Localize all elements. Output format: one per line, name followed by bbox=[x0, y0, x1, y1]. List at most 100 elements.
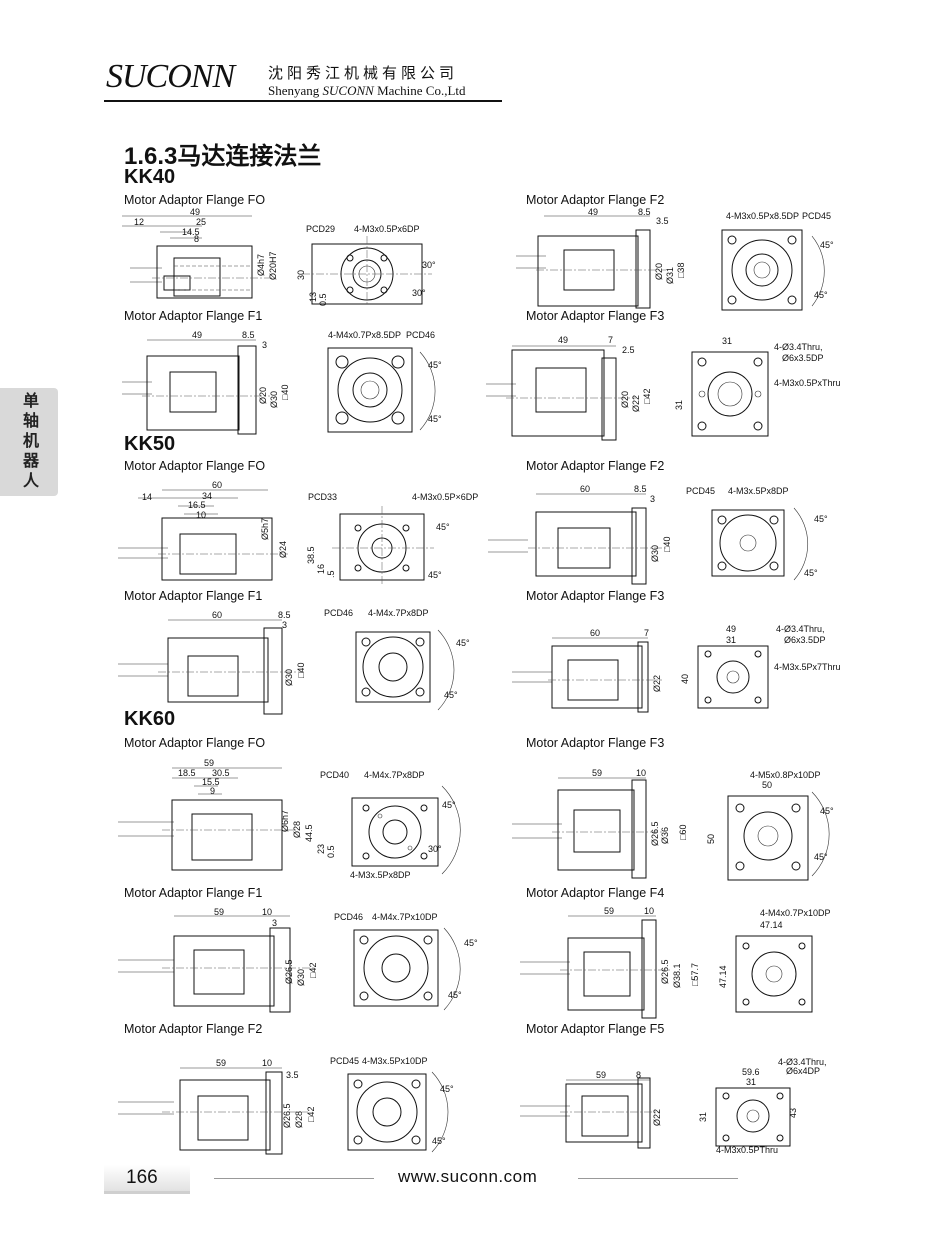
dim-text: 45° bbox=[814, 514, 828, 524]
caption-kk60-f2: Motor Adaptor Flange F2 bbox=[124, 1022, 263, 1036]
company-logo: SUCONN bbox=[106, 58, 235, 96]
drawing-kk50-f1: 60 8.5 3 Ø30 □40 PCD46 4-M4x.7Px8DP 45° … bbox=[118, 608, 470, 715]
header-rule bbox=[104, 100, 502, 102]
dim-text: 47.14 bbox=[760, 920, 783, 930]
dim-text: Ø6x3.5DP bbox=[782, 353, 824, 363]
dim-text: 49 bbox=[726, 624, 736, 634]
dim-text: 25 bbox=[196, 217, 206, 227]
dim-text: □40 bbox=[296, 663, 306, 678]
dim-text: Ø28 bbox=[292, 821, 302, 838]
dim-text: 30.5 bbox=[212, 768, 230, 778]
dim-text: 8.5 bbox=[638, 207, 651, 217]
side-tab-label: 单轴机器人 bbox=[20, 392, 39, 492]
dim-text: Ø22 bbox=[652, 1109, 662, 1126]
dim-text: 7 bbox=[608, 335, 613, 345]
caption-kk40-f2: Motor Adaptor Flange F2 bbox=[526, 193, 665, 207]
dim-text: □40 bbox=[662, 537, 672, 552]
dim-text: 3 bbox=[272, 918, 277, 928]
dim-text: .5 bbox=[326, 570, 336, 578]
model-kk40: KK40 bbox=[124, 166, 176, 188]
dim-text: 4-M3x0.5PxThru bbox=[774, 378, 841, 388]
drawing-kk60-f3: 59 10 Ø26.5 Ø36 □60 4-M5x0.8Px10DP 50 50… bbox=[512, 768, 834, 881]
dim-text: 45° bbox=[456, 638, 470, 648]
dim-text: 45° bbox=[820, 240, 834, 250]
dim-text: 4-M3x.5Px10DP bbox=[362, 1056, 428, 1066]
dim-text: □57.7 bbox=[690, 963, 700, 986]
dim-text: 30 bbox=[296, 270, 306, 280]
dim-text: 4-M4x.7Px10DP bbox=[372, 912, 438, 922]
drawing-kk60-fo: 59 18.5 30.5 15.5 9 Ø6h7 Ø28 PCD40 4-M4x… bbox=[118, 758, 461, 880]
dim-text: 4-Ø3.4Thru, bbox=[776, 624, 825, 634]
dim-text: 59 bbox=[604, 906, 614, 916]
dim-text: PCD29 bbox=[306, 224, 335, 234]
caption-kk60-f3: Motor Adaptor Flange F3 bbox=[526, 736, 665, 750]
dim-text: □42 bbox=[308, 963, 318, 978]
caption-kk50-f1: Motor Adaptor Flange F1 bbox=[124, 589, 263, 603]
dim-text: PCD45 bbox=[686, 486, 715, 496]
dim-text: 3.5 bbox=[656, 216, 669, 226]
drawing-kk50-f2: 60 8.5 3 Ø30 □40 PCD45 4-M3x.5Px8DP 45° … bbox=[488, 484, 828, 585]
dim-text: □42 bbox=[642, 389, 652, 404]
dim-text: Ø22 bbox=[652, 675, 662, 692]
dim-text: Ø28 bbox=[294, 1111, 304, 1128]
dim-text: Ø5h7 bbox=[260, 518, 270, 540]
dim-text: 10 bbox=[636, 768, 646, 778]
dim-text: 34 bbox=[202, 491, 212, 501]
dim-text: PCD45 bbox=[330, 1056, 359, 1066]
dim-text: 44.5 bbox=[304, 824, 314, 842]
dim-text: 50 bbox=[762, 780, 772, 790]
dim-text: 45° bbox=[436, 522, 450, 532]
dim-text: 16.5 bbox=[188, 500, 206, 510]
drawing-kk40-f2: 49 8.5 3.5 Ø20 Ø31 □38 4-M3x0.5Px8.5DP P… bbox=[516, 207, 834, 311]
dim-text: 10 bbox=[644, 906, 654, 916]
dim-text: □60 bbox=[678, 825, 688, 840]
caption-kk50-f3: Motor Adaptor Flange F3 bbox=[526, 589, 665, 603]
dim-text: 4-M4x0.7Px10DP bbox=[760, 908, 831, 918]
dim-text: 45° bbox=[814, 290, 828, 300]
dim-text: PCD40 bbox=[320, 770, 349, 780]
dim-text: PCD46 bbox=[334, 912, 363, 922]
dim-text: □38 bbox=[676, 263, 686, 278]
dim-text: □40 bbox=[280, 385, 290, 400]
dim-text: 31 bbox=[722, 336, 732, 346]
drawing-kk60-f1: 59 10 3 Ø26.5 Ø30 □42 PCD46 4-M4x.7Px10D… bbox=[118, 907, 478, 1013]
caption-kk50-fo: Motor Adaptor Flange FO bbox=[124, 459, 266, 473]
caption-kk40-fo: Motor Adaptor Flange FO bbox=[124, 193, 266, 207]
dim-text: 45° bbox=[440, 1084, 454, 1094]
dim-text: 10 bbox=[262, 907, 272, 917]
dim-text: 30° bbox=[412, 288, 426, 298]
logo-text: SUCONN bbox=[106, 58, 235, 95]
dim-text: 4-Ø3.4Thru, bbox=[778, 1057, 827, 1067]
dim-text: 9 bbox=[210, 786, 215, 796]
dim-text: Ø6h7 bbox=[280, 810, 290, 832]
dim-text: 15.5 bbox=[202, 777, 220, 787]
dim-text: Ø20 bbox=[654, 263, 664, 280]
dim-text: 30° bbox=[428, 844, 442, 854]
dim-text: 10 bbox=[262, 1058, 272, 1068]
drawing-kk50-f3: 60 7 Ø22 49 31 40 4-Ø3.4Thru, Ø6x3.5DP 4… bbox=[512, 624, 841, 713]
dim-text: Ø31 bbox=[665, 267, 675, 284]
dim-text: 49 bbox=[588, 207, 598, 217]
dim-text: 4-M3x0.5PThru bbox=[716, 1145, 778, 1155]
page-number-tab: 166 bbox=[104, 1165, 190, 1194]
dim-text: Ø26.5 bbox=[650, 821, 660, 846]
dim-text: 4-M4x.7Px8DP bbox=[368, 608, 429, 618]
dim-text: 59 bbox=[204, 758, 214, 768]
dim-text: 16 bbox=[316, 564, 326, 574]
dim-text: Ø30 bbox=[296, 969, 306, 986]
dim-text: 0.5 bbox=[326, 845, 336, 858]
dim-text: Ø22 bbox=[631, 395, 641, 412]
dim-text: 49 bbox=[558, 335, 568, 345]
drawing-kk50-fo: 60 14 34 16.5 10 Ø5h7 Ø24 PCD33 4-M3x0.5… bbox=[118, 480, 478, 584]
dim-text: 3.5 bbox=[286, 1070, 299, 1080]
dim-text: Ø30 bbox=[650, 545, 660, 562]
dim-text: 23 bbox=[316, 844, 326, 854]
dim-text: 49 bbox=[192, 330, 202, 340]
dim-text: Ø20 bbox=[620, 391, 630, 408]
company-en-suffix: Machine Co.,Ltd bbox=[373, 83, 466, 98]
dim-text: Ø20H7 bbox=[268, 251, 278, 280]
dim-text: 7 bbox=[644, 628, 649, 638]
dim-text: 3 bbox=[650, 494, 655, 504]
side-view bbox=[122, 215, 272, 299]
drawing-kk40-fo: 49 12 25 14.5 8 Ø4h7 Ø20H7 PCD29 4-M3x0.… bbox=[122, 207, 436, 306]
